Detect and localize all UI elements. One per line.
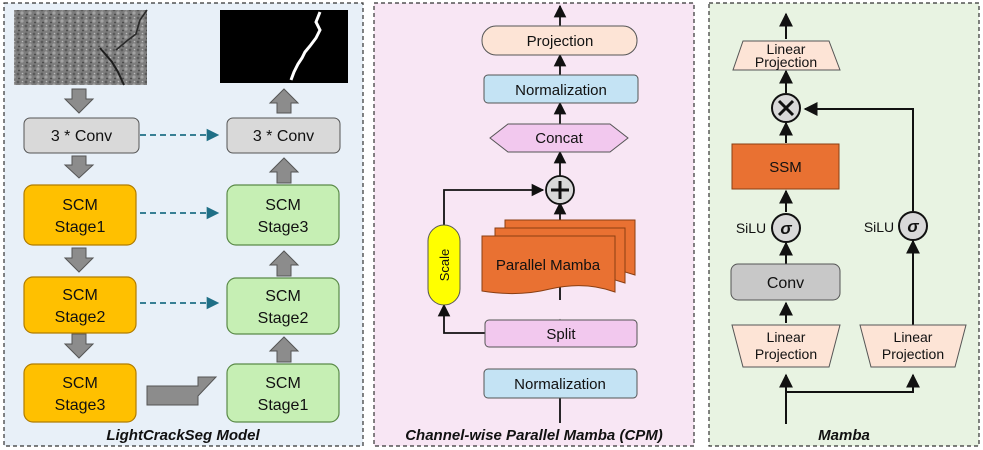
projection-label: Projection — [527, 33, 594, 50]
left-panel-caption: LightCrackSeg Model — [106, 427, 260, 444]
block-label: Projection — [882, 346, 944, 362]
lightcrackseg-panel: 3 * Conv 3 * Conv SCM Stage1 SCM Stage2 … — [3, 2, 364, 447]
right-panel-frame — [708, 2, 980, 447]
block-arrow-down — [63, 333, 95, 359]
linear-projection-left-block — [731, 324, 841, 368]
stage-label: SCM — [265, 197, 301, 214]
encoder-stage-1: SCM Stage1 — [23, 184, 137, 246]
output-segmentation-mask — [220, 10, 348, 83]
decoder-stage-1: SCM Stage1 — [226, 363, 340, 423]
stage-label: Stage2 — [55, 309, 106, 326]
normalization-bottom-block — [483, 368, 638, 399]
scale-label: Scale — [437, 249, 452, 282]
encoder-conv-label: 3 * Conv — [51, 128, 112, 145]
conv-label: Conv — [767, 275, 804, 292]
right-panel-caption: Mamba — [818, 427, 870, 444]
silu-left-label: SiLU — [736, 220, 766, 236]
stage-label: Stage2 — [258, 310, 309, 327]
normalization-bottom-label: Normalization — [514, 376, 606, 393]
concat-label: Concat — [535, 130, 583, 147]
sigma-icon: σ — [780, 219, 792, 238]
linear-projection-right-block — [859, 324, 967, 368]
input-crack-image — [14, 9, 148, 86]
block-label: Projection — [755, 346, 817, 362]
ssm-label: SSM — [769, 159, 802, 176]
stage-label: SCM — [62, 375, 98, 392]
decoder-conv-block — [226, 117, 341, 154]
split-block — [484, 319, 638, 348]
parallel-mamba-block: Parallel Mamba — [481, 219, 636, 295]
block-arrow-up — [268, 250, 300, 277]
block-label: Linear — [767, 329, 806, 345]
encoder-stage-3: SCM Stage3 — [23, 363, 137, 423]
stage-label: SCM — [265, 375, 301, 392]
block-arrow-down — [63, 247, 95, 273]
stage-label: SCM — [265, 288, 301, 305]
block-arrow-right — [146, 376, 218, 406]
stage-label: Stage3 — [258, 219, 309, 236]
normalization-top-block — [483, 74, 639, 104]
stage-label: Stage1 — [258, 397, 309, 414]
sigma-icon: σ — [907, 217, 919, 236]
split-label: Split — [546, 326, 576, 343]
block-label: Linear — [894, 329, 933, 345]
block-arrow-down — [63, 88, 95, 114]
decoder-stage-2: SCM Stage2 — [226, 277, 340, 335]
block-arrow-up — [268, 336, 300, 363]
encoder-stage-2: SCM Stage2 — [23, 276, 137, 334]
decoder-stage-3: SCM Stage3 — [226, 184, 340, 246]
stage-label: SCM — [62, 287, 98, 304]
cpm-panel: Projection Normalization Concat Parallel… — [373, 2, 695, 447]
decoder-conv-label: 3 * Conv — [253, 128, 314, 145]
silu-right-label: SiLU — [864, 219, 894, 235]
stage-label: Stage1 — [55, 219, 106, 236]
scale-block — [427, 224, 461, 306]
middle-panel-caption: Channel-wise Parallel Mamba (CPM) — [405, 427, 663, 444]
block-arrow-up — [268, 157, 300, 184]
normalization-top-label: Normalization — [515, 82, 607, 99]
linear-projection-output-block — [732, 40, 841, 71]
stage-label: Stage3 — [55, 397, 106, 414]
block-arrow-up — [268, 88, 300, 114]
add-operator-icon — [545, 175, 575, 205]
block-label: Projection — [755, 54, 817, 70]
block-label: Linear — [767, 41, 806, 57]
parallel-mamba-label: Parallel Mamba — [496, 257, 601, 274]
silu-activation-right: σ — [898, 211, 928, 241]
projection-block — [481, 25, 638, 56]
conv-block — [730, 263, 841, 301]
ssm-block — [731, 143, 840, 190]
encoder-conv-block — [23, 117, 140, 154]
stage-label: SCM — [62, 197, 98, 214]
concat-block — [489, 123, 629, 153]
block-arrow-down — [63, 155, 95, 179]
mamba-panel: Linear Projection SSM σ SiLU σ SiLU Conv… — [708, 2, 980, 447]
silu-activation-left: σ — [771, 213, 801, 243]
multiply-operator-icon — [771, 93, 801, 123]
